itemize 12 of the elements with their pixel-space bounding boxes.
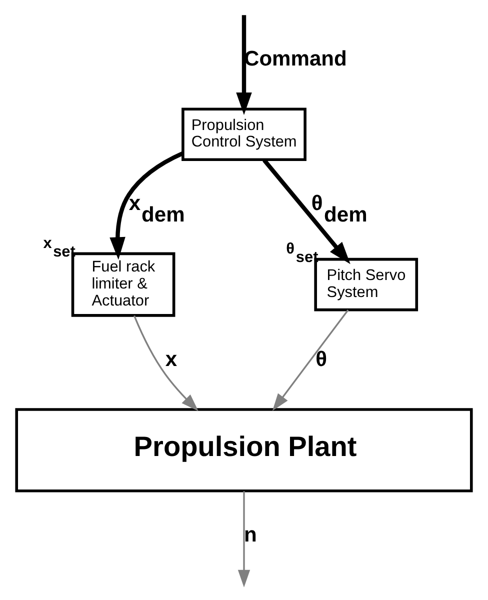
- edge-label: Command: [244, 48, 347, 71]
- arrow: [133, 315, 198, 412]
- arrow: [272, 309, 349, 411]
- arrow: [238, 491, 250, 588]
- node-box: Propulsion Plant: [15, 408, 473, 492]
- edge-label: n: [244, 523, 257, 546]
- edge-label: x: [165, 348, 178, 371]
- arrow: [236, 15, 252, 116]
- arrow: [110, 151, 184, 260]
- edge-label: θ: [316, 348, 327, 371]
- node-box: Propulsion Control System: [182, 108, 306, 162]
- arrow: [262, 158, 350, 264]
